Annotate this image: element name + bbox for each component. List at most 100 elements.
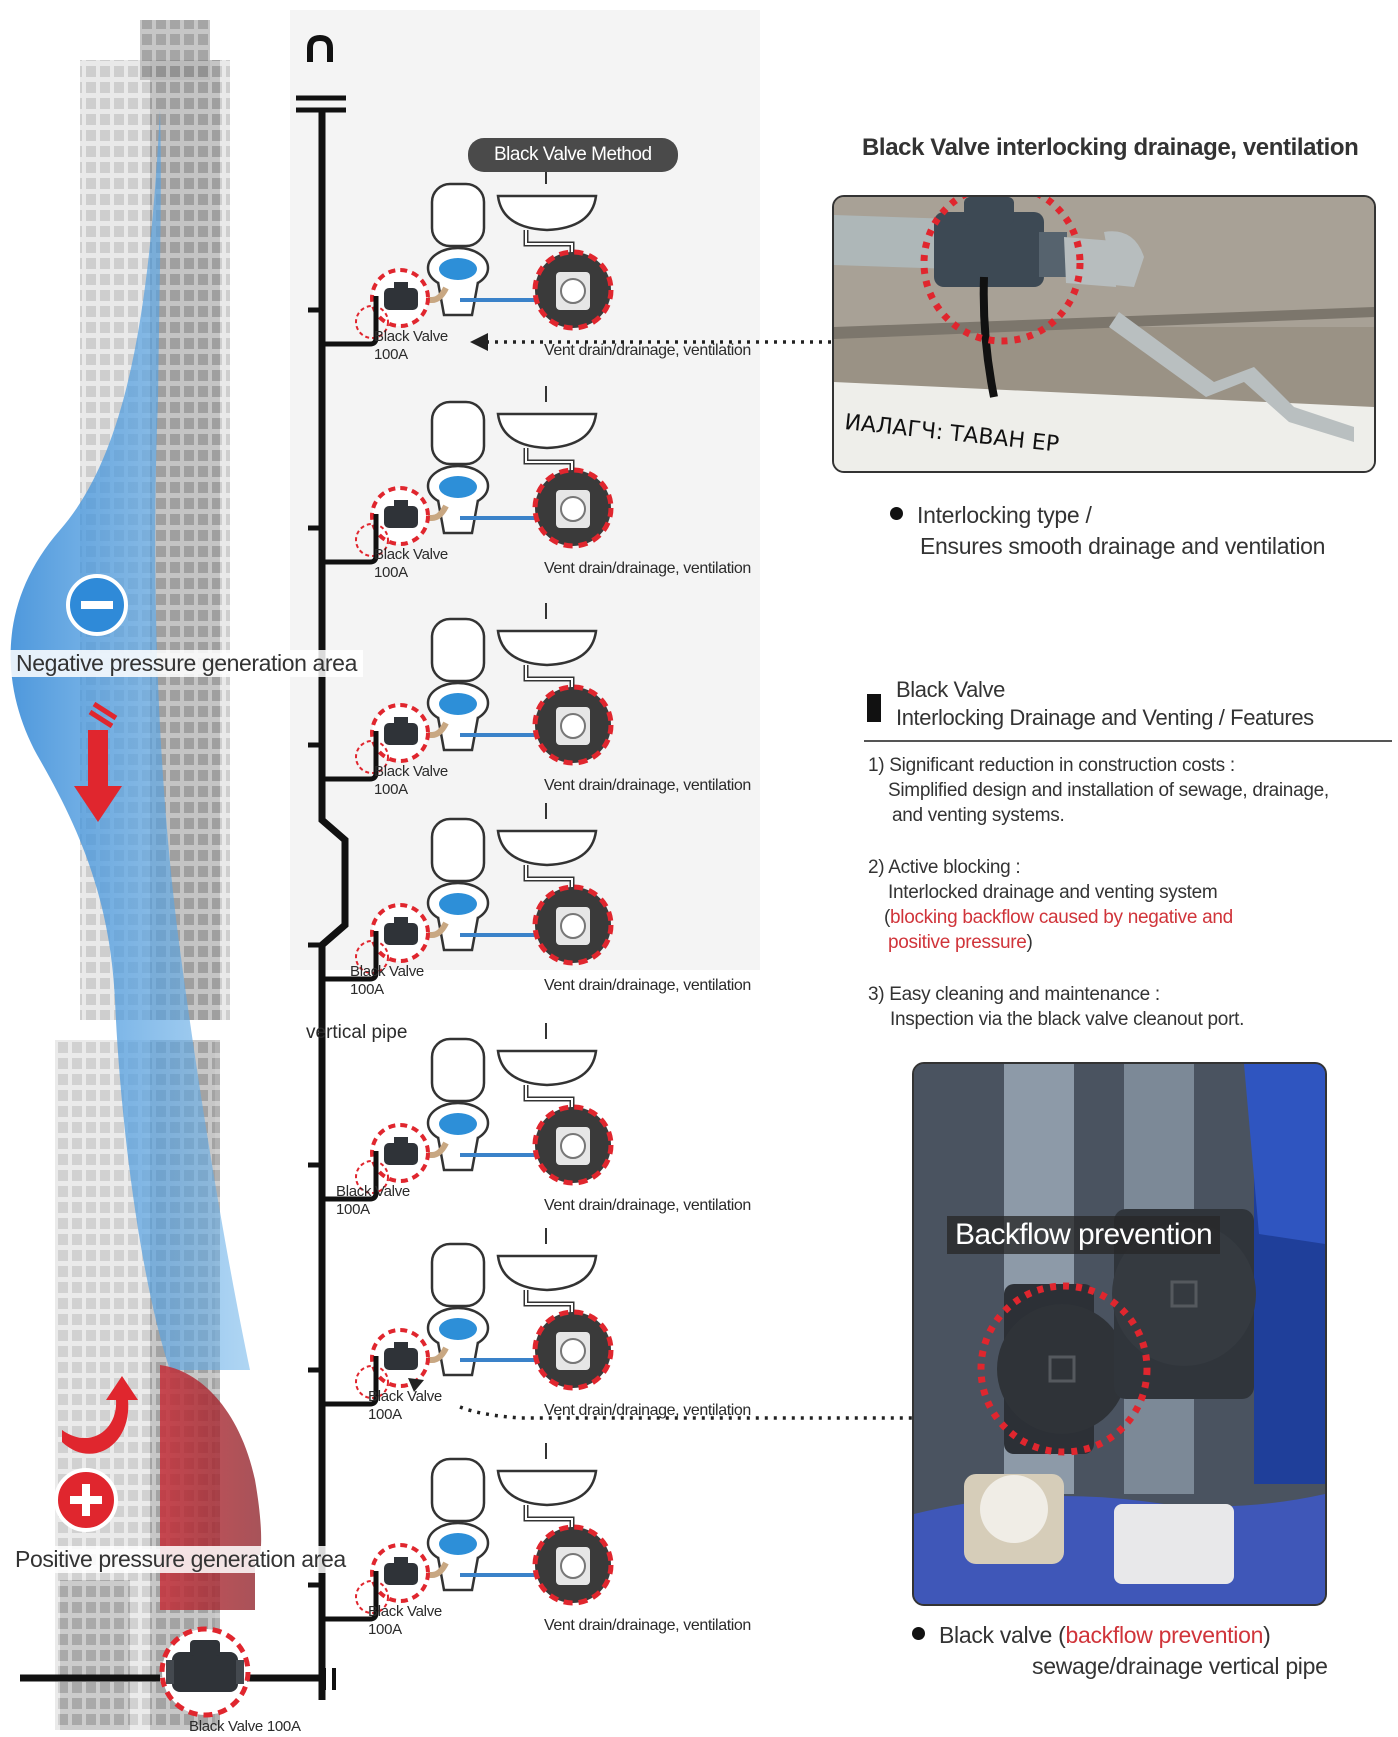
bottom-photo <box>912 1062 1327 1606</box>
caption-suffix: ) <box>1263 1622 1271 1648</box>
valve-label-name: Black Valve <box>336 1183 410 1200</box>
backflow-valve-photo <box>914 1064 1325 1604</box>
air-admittance-valve-icon <box>532 884 614 966</box>
feature-2-paren-open: ( <box>884 907 891 928</box>
negative-pressure-label: Negative pressure generation area <box>10 650 363 677</box>
feature-2-line-1: Interlocked drainage and venting system <box>888 882 1218 903</box>
features-title: Black Valve Interlocking Drainage and Ve… <box>896 676 1314 732</box>
air-admittance-valve-icon <box>532 684 614 766</box>
top-photo: ИАЛАГЧ: ТАВАН ЕР <box>832 195 1376 473</box>
black-valve-icon <box>355 1543 430 1614</box>
air-admittance-valve-icon <box>532 249 614 331</box>
top-photo-bullet: Interlocking type / Ensures smooth drain… <box>890 500 1325 562</box>
black-valve-icon <box>355 1328 430 1399</box>
floor-unit <box>308 386 614 565</box>
sink-icon <box>496 168 598 270</box>
vent-label: Vent drain/drainage, ventilation <box>544 977 751 994</box>
vent-label: Vent drain/drainage, ventilation <box>544 1402 751 1419</box>
main-valve-label: Black Valve 100A <box>189 1718 301 1735</box>
minus-icon <box>66 574 128 636</box>
floor-unit <box>308 803 614 982</box>
vertical-pipe-label: vertical pipe <box>306 1022 408 1043</box>
feature-2-highlight-1: blocking backflow caused by negative and <box>890 907 1233 928</box>
toilet-icon <box>426 1037 490 1172</box>
vent-label: Vent drain/drainage, ventilation <box>544 342 751 359</box>
bullet-line-2: Ensures smooth drainage and ventilation <box>920 533 1326 559</box>
feature-3: 3) Easy cleaning and maintenance : Inspe… <box>868 982 1244 1032</box>
features-title-line-2: Interlocking Drainage and Venting / Feat… <box>896 705 1314 730</box>
sink-icon <box>496 603 598 705</box>
floor-unit <box>308 168 614 347</box>
feature-2-heading: 2) Active blocking : <box>868 857 1021 878</box>
feature-2-highlight-2: positive pressure <box>888 932 1027 953</box>
floor-unit <box>308 603 614 782</box>
valve-label-name: Black Valve <box>374 763 448 780</box>
vent-label: Vent drain/drainage, ventilation <box>544 1197 751 1214</box>
valve-label-size: 100A <box>368 1621 402 1638</box>
features-divider <box>864 740 1392 742</box>
positive-pressure-area <box>160 1365 262 1610</box>
valve-label-name: Black Valve <box>350 963 424 980</box>
down-arrow-icon <box>74 701 122 822</box>
air-admittance-valve-icon <box>532 1104 614 1186</box>
air-admittance-valve-icon <box>532 467 614 549</box>
valve-label-size: 100A <box>336 1201 370 1218</box>
feature-1-heading: 1) Significant reduction in construction… <box>868 755 1235 776</box>
vertical-pipe <box>20 34 349 1700</box>
vent-label: Vent drain/drainage, ventilation <box>544 560 751 577</box>
valve-label-size: 100A <box>368 1406 402 1423</box>
valve-label-name: Black Valve <box>374 328 448 345</box>
features-title-line-1: Black Valve <box>896 677 1005 702</box>
black-valve-icon <box>355 903 430 974</box>
caption-dot <box>912 1627 925 1641</box>
connector-lines <box>408 333 990 1420</box>
plus-icon <box>54 1468 118 1532</box>
backflow-prevention-badge: Backflow prevention <box>947 1216 1221 1254</box>
feature-3-heading: 3) Easy cleaning and maintenance : <box>868 984 1160 1005</box>
valve-label-name: Black Valve <box>368 1603 442 1620</box>
floor-unit <box>308 1023 614 1202</box>
vent-label: Vent drain/drainage, ventilation <box>544 1617 751 1634</box>
valve-label-size: 100A <box>374 564 408 581</box>
bullet-dot <box>890 507 903 521</box>
feature-1-line-1: Simplified design and installation of se… <box>888 780 1329 801</box>
bullet-line-1: Interlocking type / <box>917 502 1092 528</box>
feature-3-line-1: Inspection via the black valve cleanout … <box>890 1009 1245 1030</box>
caption-prefix: Black valve ( <box>939 1622 1066 1648</box>
floor-units <box>308 168 614 1622</box>
floor-unit <box>308 1228 614 1407</box>
valve-label-name: Black Valve <box>368 1388 442 1405</box>
valve-label-size: 100A <box>350 981 384 998</box>
caption-line-2: sewage/drainage vertical pipe <box>1032 1653 1328 1679</box>
curved-up-arrow-icon <box>62 1376 138 1454</box>
method-badge: Black Valve Method <box>468 138 678 172</box>
black-valve-icon <box>355 486 430 557</box>
feature-2: 2) Active blocking : Interlocked drainag… <box>868 855 1233 955</box>
features-title-bar <box>867 694 881 722</box>
positive-pressure-label: Positive pressure generation area <box>9 1546 352 1573</box>
air-admittance-valve-icon <box>532 1524 614 1606</box>
valve-label-size: 100A <box>374 781 408 798</box>
black-valve-icon <box>355 1123 430 1194</box>
vent-label: Vent drain/drainage, ventilation <box>544 777 751 794</box>
black-valve-icon <box>355 268 430 339</box>
top-photo-title: Black Valve interlocking drainage, venti… <box>862 134 1359 161</box>
toilet-icon <box>426 182 490 317</box>
bottom-photo-caption: Black valve (backflow prevention) sewage… <box>912 1620 1328 1682</box>
caption-highlight: backflow prevention <box>1065 1622 1264 1648</box>
negative-pressure-area <box>10 110 250 1370</box>
air-admittance-valve-icon <box>532 1309 614 1391</box>
valve-label-name: Black Valve <box>374 546 448 563</box>
valve-installation-photo: ИАЛАГЧ: ТАВАН ЕР <box>834 197 1374 471</box>
feature-1: 1) Significant reduction in construction… <box>868 753 1329 828</box>
floor-unit <box>308 1443 614 1622</box>
valve-label-size: 100A <box>374 346 408 363</box>
feature-1-line-2: and venting systems. <box>892 805 1065 826</box>
